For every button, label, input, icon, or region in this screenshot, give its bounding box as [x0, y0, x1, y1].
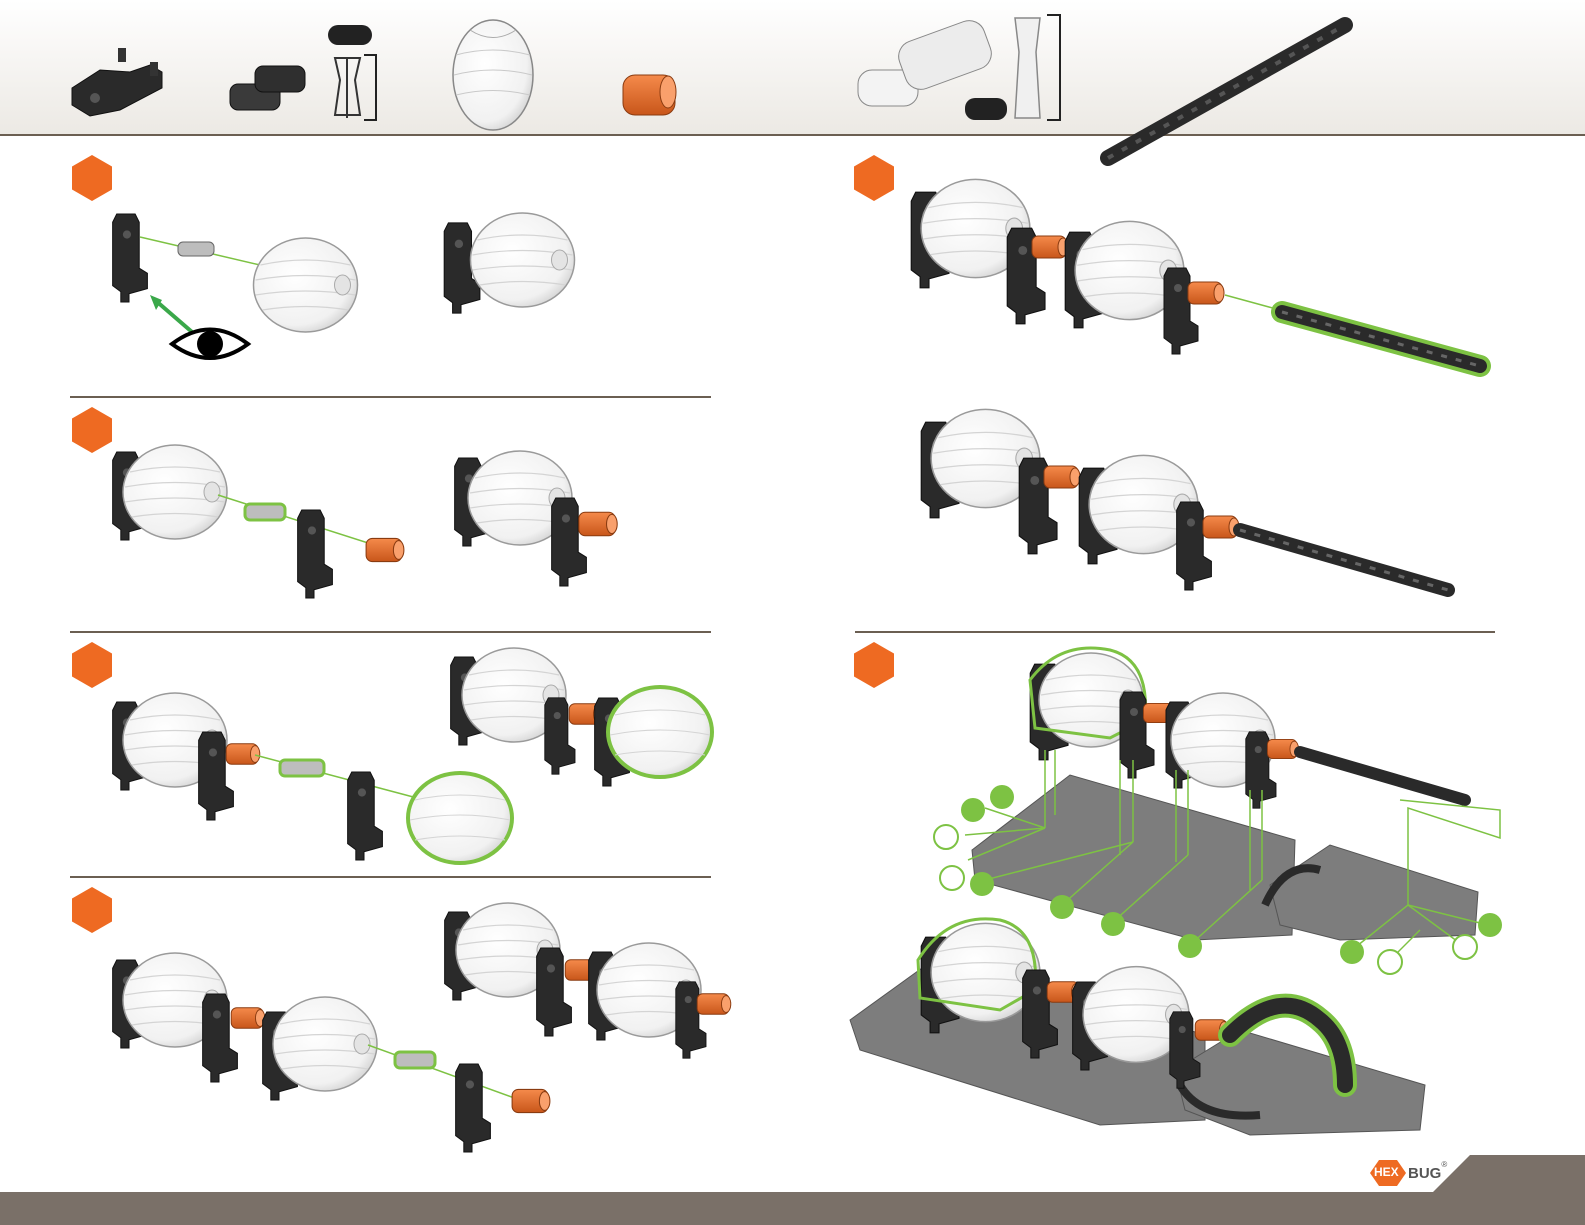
gray-axle-connector-part	[858, 15, 1060, 120]
logo-bug-text: BUG	[1408, 1165, 1441, 1182]
step-5-badge	[854, 155, 894, 201]
step-4-illustration	[113, 903, 731, 1152]
black-bracket-part	[72, 48, 162, 116]
step-4-badge	[72, 887, 112, 933]
step-6-illustration	[850, 648, 1502, 1135]
footer-bar	[0, 1192, 1585, 1225]
logo-registered-mark: ®	[1441, 1160, 1447, 1169]
orange-coupler-part	[623, 75, 676, 115]
step-3-illustration	[113, 648, 712, 863]
black-axle-connector-part	[230, 25, 376, 120]
eye-icon	[172, 330, 248, 359]
step-2-badge	[72, 407, 112, 453]
black-chain-rod-part	[1108, 25, 1345, 158]
step-3-badge	[72, 642, 112, 688]
step-1-illustration	[113, 213, 575, 358]
step-2-illustration	[113, 445, 618, 598]
step-1-badge	[72, 155, 112, 201]
logo-hex-text: HEX	[1374, 1165, 1399, 1179]
step-6-badge	[854, 642, 894, 688]
hexbug-logo: HEX BUG ®	[1370, 1160, 1447, 1186]
step-5-illustration	[911, 179, 1480, 590]
white-ball-part	[453, 20, 533, 130]
